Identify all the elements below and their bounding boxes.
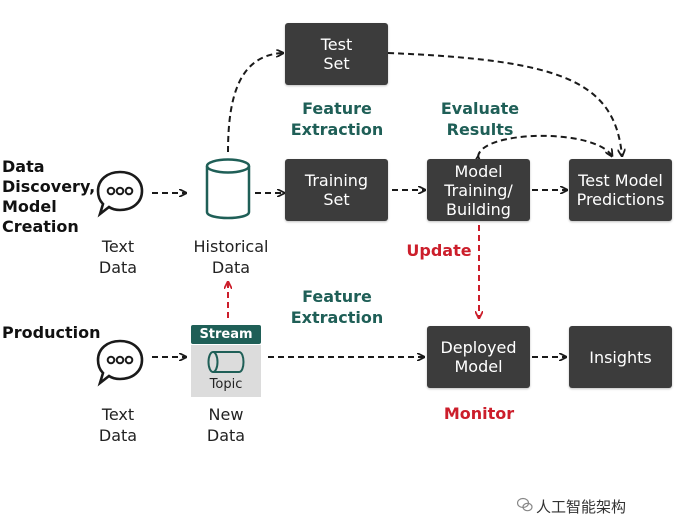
- watermark-text: 人工智能架构: [536, 498, 627, 516]
- stream-topic-icon: [207, 351, 245, 373]
- evaluate-results-label: Evaluate Results: [440, 99, 520, 139]
- feature-extraction-label: Feature Extraction: [290, 99, 384, 139]
- update-label: Update: [406, 241, 472, 260]
- historical-data-caption: Historical Data: [193, 237, 269, 277]
- chat-bubble-icon: [96, 170, 144, 218]
- test-set-box: Test Set: [285, 23, 388, 85]
- deployed-model-box: Deployed Model: [427, 326, 530, 388]
- row-label-production: Production: [2, 323, 101, 342]
- model-training-box: Model Training/ Building: [427, 159, 530, 221]
- arrow-test-to-predictions: [387, 52, 622, 156]
- new-data-caption: New Data: [206, 405, 246, 445]
- database-cylinder-icon: [205, 158, 251, 220]
- stream-tag: Stream: [191, 325, 261, 344]
- insights-box: Insights: [569, 326, 672, 388]
- training-set-box: Training Set: [285, 159, 388, 221]
- arrow-historical-to-test: [227, 53, 283, 153]
- monitor-label: Monitor: [443, 404, 515, 423]
- arrow-evaluate-loop: [478, 134, 612, 157]
- text-data-caption: Text Data: [98, 405, 138, 445]
- wechat-icon: [517, 497, 533, 512]
- topic-label: Topic: [209, 377, 243, 392]
- row-label-data-discovery: Data Discovery, Model Creation: [2, 157, 96, 236]
- test-model-predictions-box: Test Model Predictions: [569, 159, 672, 221]
- text-data-caption: Text Data: [98, 237, 138, 277]
- feature-extraction-label: Feature Extraction: [290, 287, 384, 327]
- chat-bubble-icon: [96, 339, 144, 387]
